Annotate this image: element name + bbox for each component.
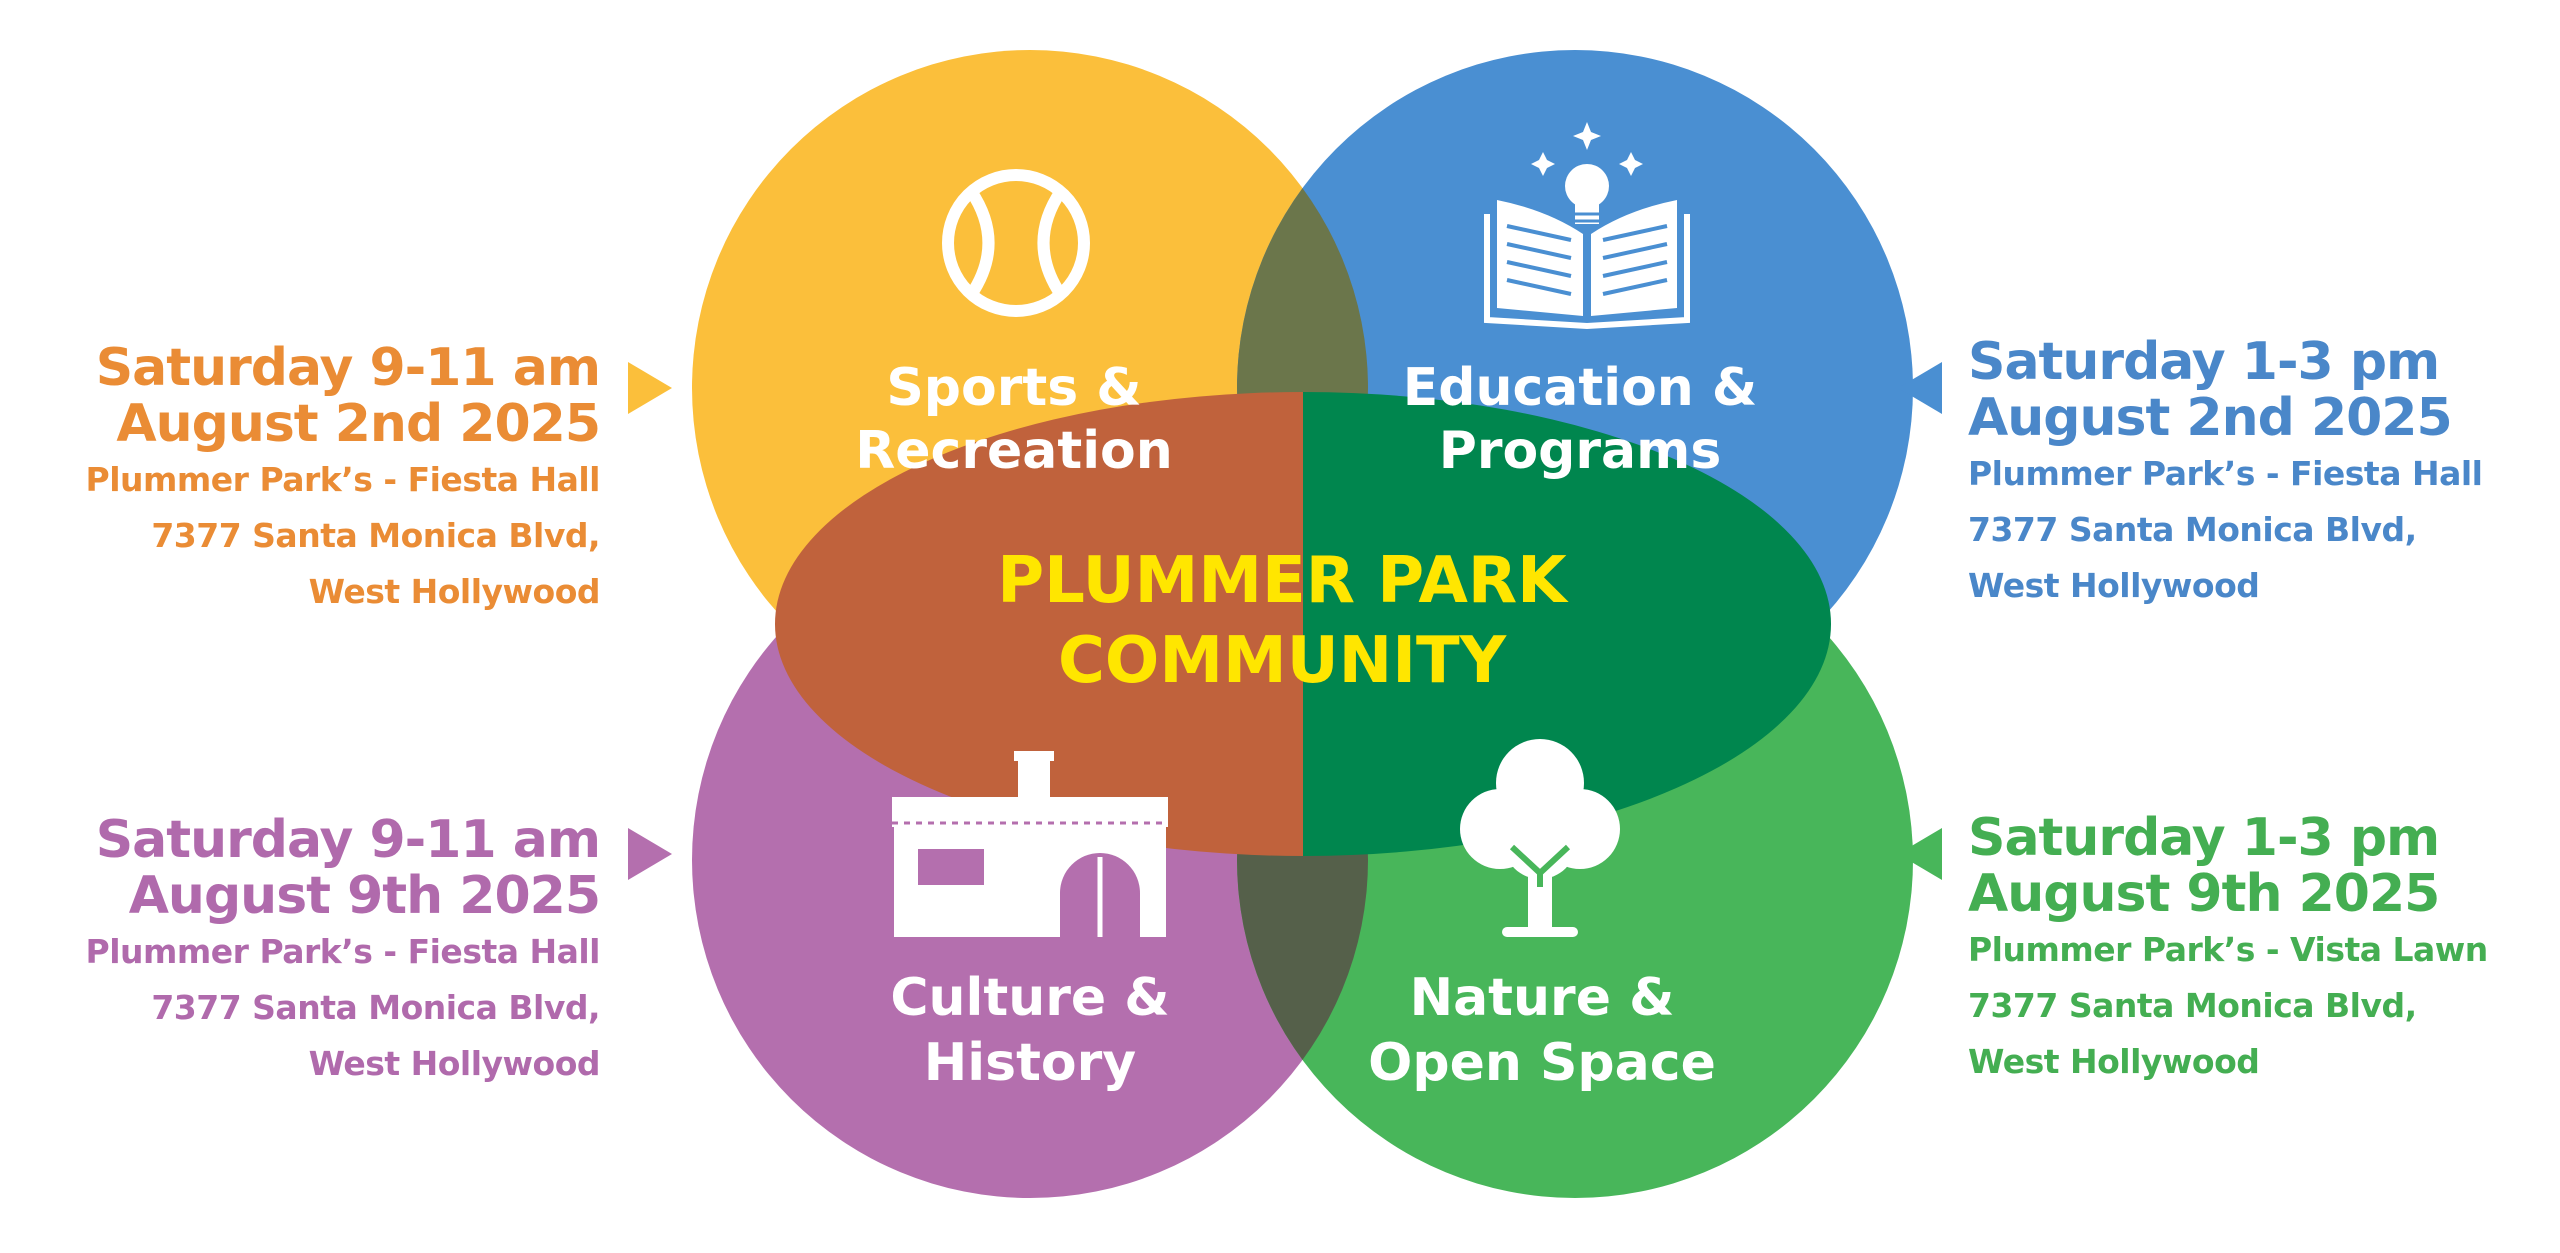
event-venue: Plummer Park’s - Vista Lawn (1968, 930, 2488, 969)
circle-label-culture-line2: History (924, 1033, 1136, 1093)
arrow-nature (1898, 828, 1942, 880)
event-time: Saturday 9-11 am (95, 810, 601, 870)
circle-label-education-line1: Education & (1403, 358, 1758, 418)
event-street: 7377 Santa Monica Blvd, (1968, 986, 2417, 1025)
event-street: 7377 Santa Monica Blvd, (1968, 510, 2417, 549)
event-time: Saturday 1-3 pm (1968, 332, 2440, 392)
event-info-nature: Saturday 1-3 pm August 9th 2025 Plummer … (1968, 810, 2528, 1090)
arrow-culture (628, 828, 672, 880)
event-info-sports: Saturday 9-11 am August 2nd 2025 Plummer… (40, 338, 601, 620)
circle-label-nature-line2: Open Space (1368, 1033, 1716, 1093)
book-lightbulb-icon (1484, 122, 1690, 330)
event-city: West Hollywood (1968, 566, 2260, 605)
event-city: West Hollywood (308, 572, 601, 611)
event-date: August 9th 2025 (128, 866, 601, 926)
circle-label-sports-line2: Recreation (855, 421, 1173, 481)
event-street: 7377 Santa Monica Blvd, (151, 988, 600, 1027)
event-time: Saturday 9-11 am (95, 338, 601, 398)
event-street: 7377 Santa Monica Blvd, (151, 516, 600, 555)
event-info-education: Saturday 1-3 pm August 2nd 2025 Plummer … (1968, 334, 2528, 614)
event-time: Saturday 1-3 pm (1968, 808, 2440, 868)
center-title-line2: COMMUNITY (1058, 624, 1507, 698)
building-icon (892, 751, 1168, 937)
circle-label-culture-line1: Culture & (890, 968, 1169, 1028)
event-venue: Plummer Park’s - Fiesta Hall (85, 932, 601, 971)
event-venue: Plummer Park’s - Fiesta Hall (1968, 454, 2483, 493)
baseball-icon (942, 169, 1090, 317)
circle-label-sports-line1: Sports & (886, 358, 1141, 418)
center-title-line1: PLUMMER PARK (997, 544, 1569, 618)
event-date: August 9th 2025 (1968, 864, 2440, 924)
arrow-education (1898, 362, 1942, 414)
circle-label-nature-line1: Nature & (1410, 968, 1675, 1028)
event-date: August 2nd 2025 (116, 394, 601, 454)
event-venue: Plummer Park’s - Fiesta Hall (85, 460, 601, 499)
event-city: West Hollywood (308, 1044, 601, 1083)
event-date: August 2nd 2025 (1968, 388, 2453, 448)
event-info-culture: Saturday 9-11 am August 9th 2025 Plummer… (40, 810, 601, 1092)
circle-label-education-line2: Programs (1439, 421, 1722, 481)
arrow-sports (628, 362, 672, 414)
event-city: West Hollywood (1968, 1042, 2260, 1081)
tree-icon (1460, 739, 1620, 937)
